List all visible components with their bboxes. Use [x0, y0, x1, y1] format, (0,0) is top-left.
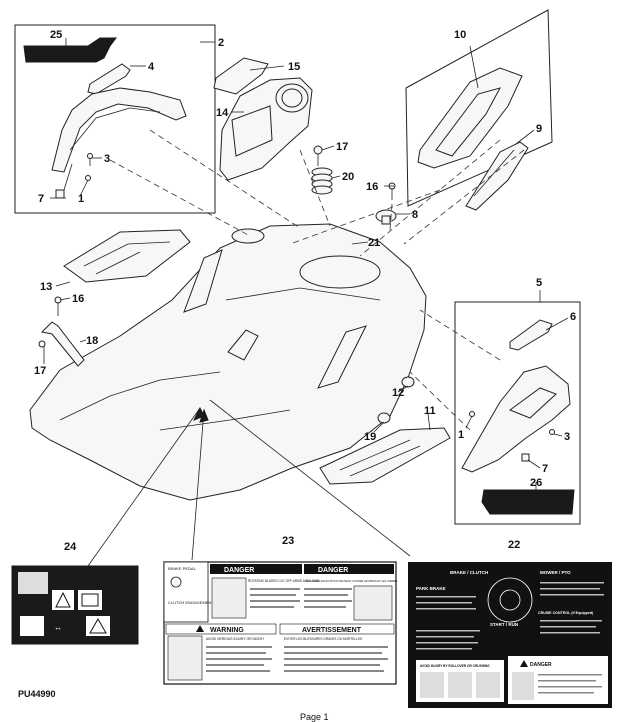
spring-20 — [311, 167, 333, 195]
callout-26: 26 — [530, 477, 542, 489]
callout-19: 19 — [364, 431, 376, 443]
nut-19 — [377, 412, 391, 424]
decal-23-clutch: CLUTCH ENGAGEMENT — [168, 600, 214, 605]
nut-7 — [55, 189, 65, 199]
decal-22-start-run: START / RUN — [490, 622, 518, 627]
part-6-cover — [509, 319, 553, 351]
callout-1: 1 — [78, 193, 84, 205]
nut-12 — [401, 376, 415, 388]
decal-26 — [481, 489, 575, 515]
part-4-cover — [87, 63, 131, 95]
decal-22: BRAKE / CLUTCH MOWER / PTO PARK BRAKE ST… — [408, 562, 612, 708]
decal-22-brake-clutch: BRAKE / CLUTCH — [450, 570, 488, 575]
callout-2: 2 — [218, 37, 224, 49]
decal-23-danger-text-1: ROTATING BLADES CUT OFF ARMS AND LEGS — [248, 579, 319, 583]
decal-23-danger-1: DANGER — [224, 567, 254, 574]
part-2-fender — [51, 87, 187, 173]
decal-22-mower-pto: MOWER / PTO — [540, 570, 571, 575]
decal-22-park-brake: PARK BRAKE — [416, 586, 446, 591]
screw-3 — [87, 153, 93, 159]
callout-11: 11 — [424, 405, 436, 417]
callout-24: 24 — [64, 541, 77, 553]
decal-23-warning-text: AVOID SERIOUS INJURY OR DEATH — [206, 637, 264, 641]
figure-id: PU44990 — [18, 689, 56, 699]
callout-10: 10 — [454, 29, 466, 41]
callout-17-left: 17 — [34, 365, 46, 377]
callout-18: 18 — [86, 335, 98, 347]
callout-20: 20 — [342, 171, 354, 183]
callout-14: 14 — [216, 107, 229, 119]
callout-1-right: 1 — [458, 429, 464, 441]
decal-23-danger-text-2: LES LAMES EN ROTATION PEUVENT COUPER LES… — [306, 579, 398, 583]
decal-23: BRAKE PEDAL CLUTCH ENGAGEMENT DANGER DAN… — [163, 561, 398, 685]
decal-23-avertissement: AVERTISSEMENT — [302, 627, 362, 634]
screw-3-right — [549, 429, 555, 435]
part-21-body — [29, 223, 427, 501]
decal-23-brake-pedal: BRAKE PEDAL — [168, 566, 197, 571]
callout-25: 25 — [50, 29, 62, 41]
bolt-17-top — [313, 145, 323, 155]
callout-7: 7 — [38, 193, 44, 205]
callout-17-top: 17 — [336, 141, 348, 153]
callout-13: 13 — [40, 281, 52, 293]
callout-6: 6 — [570, 311, 576, 323]
decal-25 — [23, 37, 117, 63]
bolt-17-left — [38, 340, 46, 348]
screw-1 — [85, 175, 91, 181]
svg-text:↔: ↔ — [54, 623, 62, 632]
inset-box-part-10 — [405, 9, 553, 207]
decal-23-danger-2: DANGER — [318, 567, 348, 574]
decal-23-warning: WARNING — [210, 627, 244, 634]
part-15-cover — [213, 57, 269, 95]
nut-7-right — [521, 453, 530, 462]
decal-11 — [319, 427, 451, 485]
callout-23: 23 — [282, 535, 294, 547]
decal-22-rollover: AVOID INJURY BY ROLLOVER OR CRUSHING — [420, 664, 490, 668]
callout-4: 4 — [148, 61, 155, 73]
page-number: Page 1 — [300, 712, 329, 722]
screw-1-right — [469, 411, 475, 417]
callout-16-top: 16 — [366, 181, 378, 193]
callout-15: 15 — [288, 61, 300, 73]
callout-8: 8 — [412, 209, 418, 221]
arrow-head-23 — [199, 408, 209, 423]
decal-22-cruise: CRUISE CONTROL (if Equipped) — [538, 611, 594, 615]
decal-23-avert-text: EVITER LES BLESSURES GRAVES OU MORTELLES — [284, 637, 362, 641]
bracket-18 — [40, 321, 85, 367]
inset-box-part-2 — [14, 24, 216, 214]
callout-3: 3 — [104, 153, 110, 165]
callout-21: 21 — [368, 237, 380, 249]
callout-9: 9 — [536, 123, 542, 135]
decal-13 — [63, 229, 191, 283]
decal-24: ↔ — [11, 565, 139, 645]
decal-22-danger: DANGER — [530, 662, 552, 668]
callout-5: 5 — [536, 277, 542, 289]
callout-12: 12 — [392, 387, 404, 399]
callout-16-left: 16 — [72, 293, 84, 305]
callout-3-right: 3 — [564, 431, 570, 443]
part-5-fender — [461, 365, 571, 473]
callout-7-right: 7 — [542, 463, 548, 475]
callout-22: 22 — [508, 539, 520, 551]
inset-box-part-5 — [454, 301, 581, 525]
